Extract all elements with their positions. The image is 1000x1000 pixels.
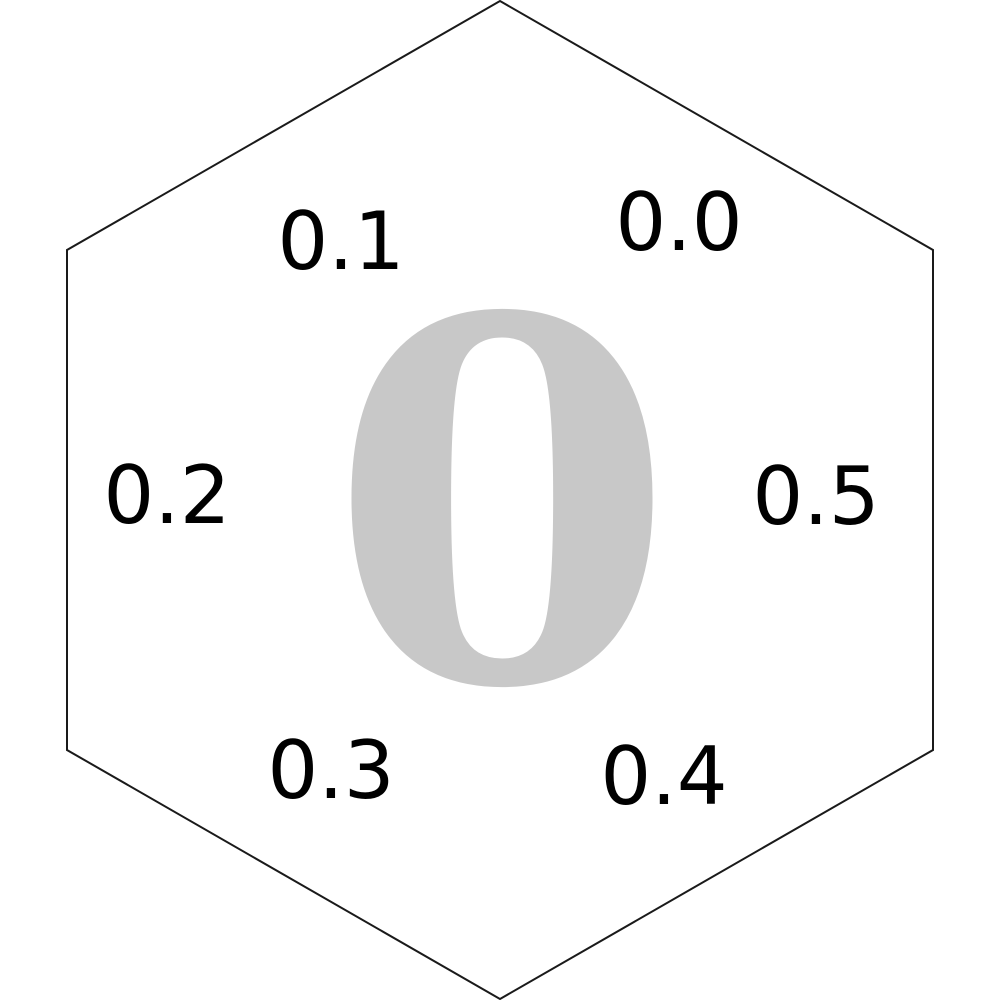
label-0-1: 0.1 — [277, 195, 404, 288]
label-0-0: 0.0 — [615, 176, 742, 269]
center-label: 0 — [328, 211, 676, 798]
label-0-2: 0.2 — [103, 449, 230, 542]
label-0-4: 0.4 — [600, 730, 727, 823]
label-0-3: 0.3 — [267, 724, 394, 817]
label-0-5: 0.5 — [752, 450, 879, 543]
hexagon-outline — [66, 0, 934, 1000]
